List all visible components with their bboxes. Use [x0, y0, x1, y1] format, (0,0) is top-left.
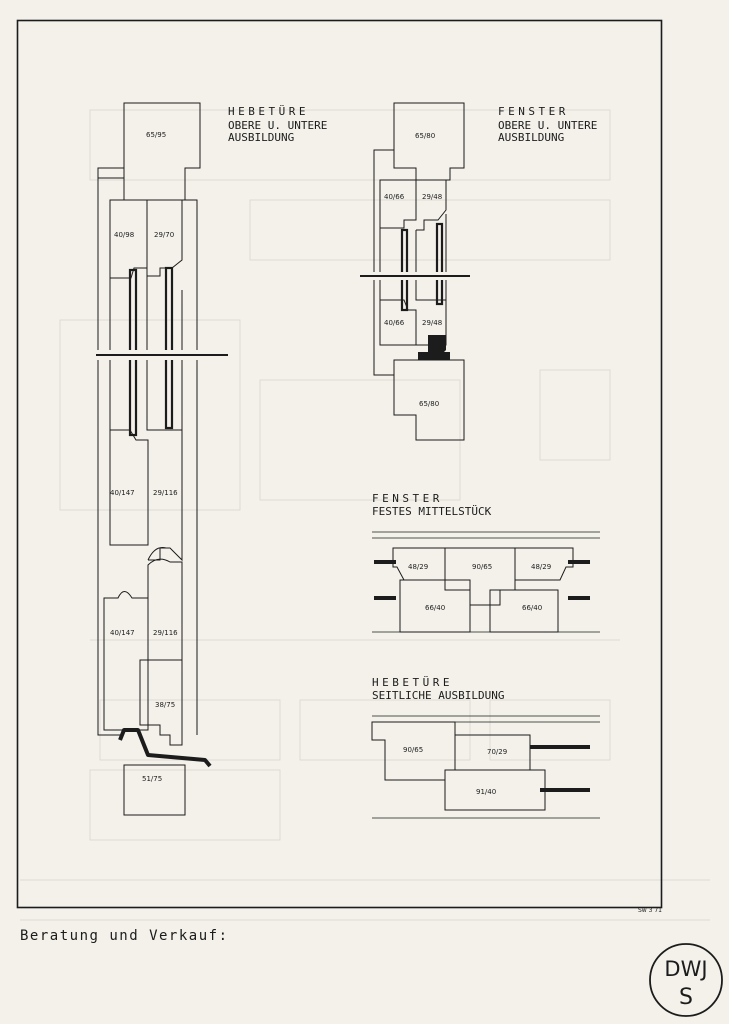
- svg-text:29/48: 29/48: [422, 319, 442, 327]
- section-title: FENSTER: [498, 105, 569, 118]
- svg-text:DWJ: DWJ: [664, 957, 707, 981]
- svg-text:51/75: 51/75: [142, 775, 162, 783]
- svg-text:29/116: 29/116: [153, 629, 178, 637]
- svg-text:40/147: 40/147: [110, 629, 135, 637]
- section-title: FENSTER: [372, 492, 443, 505]
- window-vertical-labels: 65/80 40/66 29/48 40/66 29/48 65/80: [384, 132, 442, 408]
- footer-advice-sales: Beratung und Verkauf:: [20, 928, 229, 944]
- section-subtitle: SEITLICHE AUSBILDUNG: [372, 689, 504, 702]
- drawing-code: Sw 3 71: [638, 907, 662, 914]
- door-vertical-section: [96, 102, 228, 816]
- door-vertical-labels: 65/95 40/98 29/70 40/147 29/116 40/147 2…: [110, 131, 178, 783]
- dwjs-logo-seal: DWJ S: [649, 943, 723, 1017]
- svg-text:29/48: 29/48: [422, 193, 442, 201]
- window-fixed-labels: 48/29 90/65 48/29 66/40 66/40: [408, 563, 551, 612]
- svg-text:29/116: 29/116: [153, 489, 178, 497]
- svg-text:38/75: 38/75: [155, 701, 175, 709]
- svg-text:40/66: 40/66: [384, 319, 405, 327]
- svg-text:90/65: 90/65: [403, 746, 423, 754]
- svg-text:65/95: 65/95: [146, 131, 166, 139]
- svg-text:40/147: 40/147: [110, 489, 135, 497]
- section-title: HEBETÜRE: [372, 676, 453, 689]
- svg-text:65/80: 65/80: [415, 132, 435, 140]
- svg-text:70/29: 70/29: [487, 748, 507, 756]
- svg-text:29/70: 29/70: [154, 231, 174, 239]
- section-title: HEBETÜRE: [228, 105, 309, 118]
- window-vertical-section: [360, 102, 470, 441]
- svg-text:65/80: 65/80: [419, 400, 439, 408]
- window-fixed-section: [372, 531, 600, 633]
- svg-text:66/40: 66/40: [522, 604, 542, 612]
- door-side-section: [371, 715, 600, 819]
- svg-text:91/40: 91/40: [476, 788, 496, 796]
- section-subtitle: FESTES MITTELSTÜCK: [372, 505, 492, 518]
- svg-text:S: S: [679, 985, 693, 1010]
- svg-text:66/40: 66/40: [425, 604, 445, 612]
- svg-text:40/98: 40/98: [114, 231, 134, 239]
- svg-text:40/66: 40/66: [384, 193, 405, 201]
- drawing-frame: [16, 19, 663, 909]
- door-side-labels: 90/65 70/29 91/40: [403, 746, 507, 796]
- section-title-door-side: HEBETÜRE SEITLICHE AUSBILDUNG: [372, 676, 504, 702]
- svg-text:48/29: 48/29: [408, 563, 428, 571]
- svg-text:90/65: 90/65: [472, 563, 492, 571]
- svg-text:48/29: 48/29: [531, 563, 551, 571]
- section-title-window-fixed: FENSTER FESTES MITTELSTÜCK: [372, 492, 492, 518]
- show-through-background: [20, 109, 710, 921]
